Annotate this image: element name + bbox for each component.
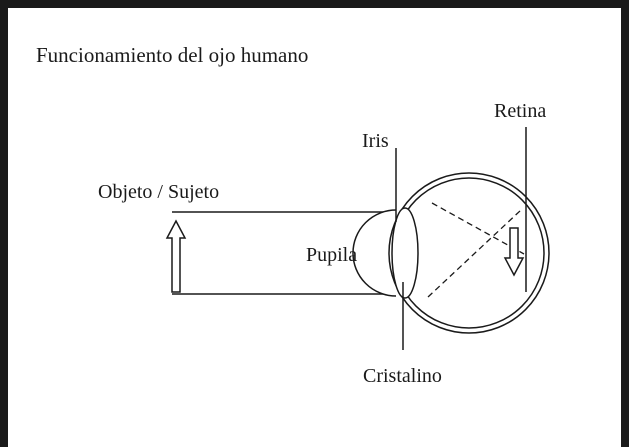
object-label: Objeto / Sujeto bbox=[98, 181, 219, 203]
eyeball-outer bbox=[388, 172, 550, 334]
inverted-image-arrow bbox=[503, 227, 525, 277]
lens-shape bbox=[391, 207, 419, 299]
retina-label: Retina bbox=[494, 100, 546, 122]
cornea-shape bbox=[352, 209, 397, 297]
object-arrow bbox=[165, 219, 187, 293]
light-ray-up bbox=[427, 209, 522, 298]
iris-label: Iris bbox=[362, 130, 389, 152]
lens-label: Cristalino bbox=[363, 365, 442, 387]
light-ray-down bbox=[431, 202, 525, 255]
diagram-title: Funcionamiento del ojo humano bbox=[36, 43, 308, 67]
pupil-label: Pupila bbox=[306, 244, 357, 266]
